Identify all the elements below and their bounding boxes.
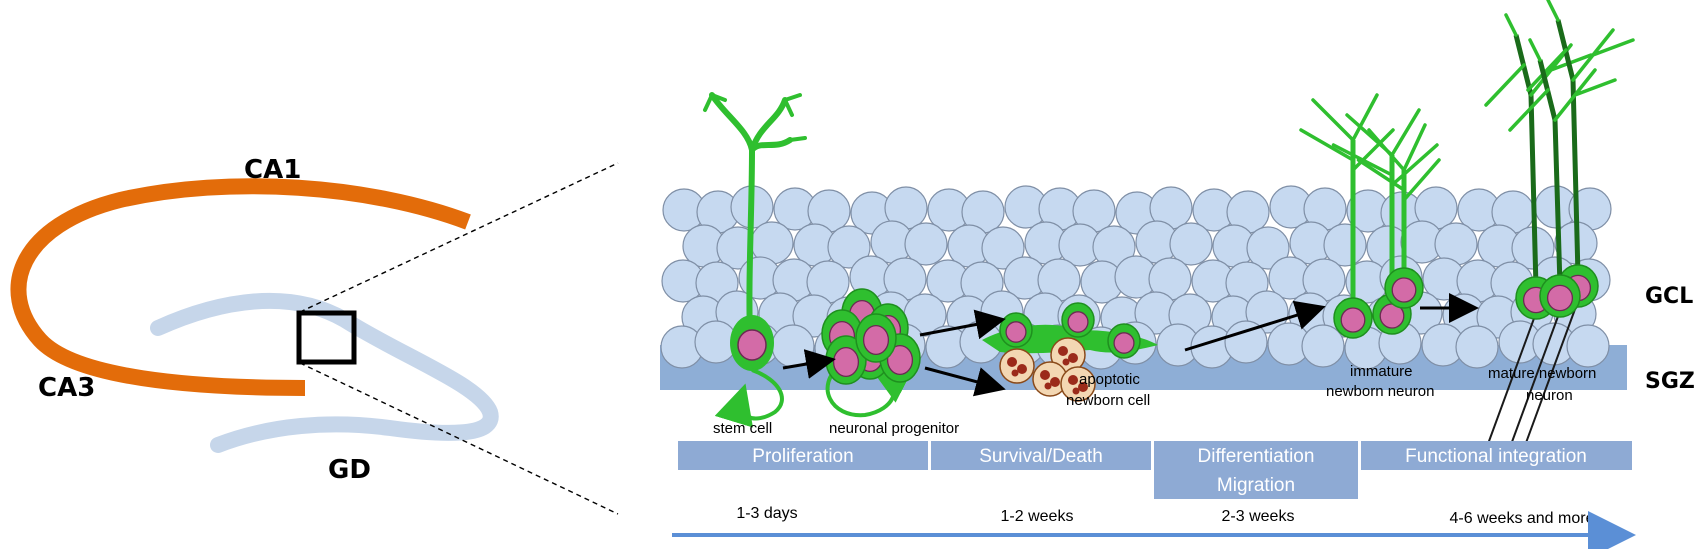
mature-label-line2: neuron [1526, 387, 1573, 404]
granule-cell [1246, 226, 1290, 270]
granule-cell [1224, 320, 1268, 364]
nucleus [1391, 277, 1417, 303]
mature-neuron-c-branches [1508, 38, 1617, 132]
time-4: 4-6 weeks and more [1450, 510, 1595, 527]
granule-cell [1455, 325, 1499, 369]
nucleus [862, 324, 890, 356]
granule-cell [827, 225, 871, 269]
process-arrows [782, 293, 1479, 397]
immature-neuron-b-branches [1331, 108, 1439, 187]
neuronal-progenitor-cluster [825, 364, 915, 418]
nucleus [1067, 311, 1089, 333]
nucleus [1340, 307, 1366, 333]
time-1: 1-3 days [736, 505, 797, 522]
nucleus [1546, 284, 1574, 312]
stage-differentiation-label: Differentiation [1198, 446, 1315, 467]
neuronal-progenitor-label: neuronal progenitor [829, 420, 959, 437]
gd-arc [150, 292, 499, 453]
apoptotic-fragment [1068, 375, 1078, 385]
apoptotic-fragment [1011, 369, 1019, 377]
sgz-label: SGZ [1645, 369, 1695, 394]
granule-cell [981, 226, 1025, 270]
stage-survival-box [931, 441, 1151, 470]
granule-cell [771, 324, 815, 368]
nucleus [832, 346, 860, 378]
time-2: 1-2 weeks [1001, 508, 1074, 525]
apoptotic-fragment [1017, 364, 1027, 374]
apoptotic-fragment [1072, 387, 1080, 395]
immature-label-line1: immature [1350, 363, 1413, 380]
ca-arc [10, 178, 471, 396]
timeline: 1-3 days 1-2 weeks 2-3 weeks 4-6 weeks a… [672, 505, 1636, 549]
apoptotic-fragment [1078, 382, 1088, 392]
gd-label: GD [328, 455, 371, 485]
immature-neuron-a-branches [1299, 93, 1395, 172]
apoptotic-fragment [1007, 357, 1017, 367]
nucleus [1005, 321, 1027, 343]
granule-cell [1301, 324, 1345, 368]
nucleus [886, 344, 914, 376]
apoptotic-fragment [1040, 370, 1050, 380]
apoptotic-fragment [1062, 358, 1070, 366]
apoptotic-fragment [1068, 353, 1078, 363]
zoom-line-bottom [299, 362, 619, 515]
mature-neuron-a-branches [1484, 13, 1593, 107]
zoom-line-top [299, 162, 619, 313]
apoptotic-cell [1060, 366, 1096, 402]
time-3: 2-3 weeks [1222, 508, 1295, 525]
apoptotic-fragment [1044, 382, 1052, 390]
foreground-cells [821, 0, 1635, 464]
stem-cell [703, 92, 807, 428]
mature-label-line1: mature newborn [1488, 365, 1596, 382]
neurogenesis-panel: GCL SGZ stem cell neuronal progenitor ap… [660, 0, 1695, 549]
hippocampus-schematic: CA1 CA3 GD [10, 155, 619, 515]
apoptotic-fragment [1050, 377, 1060, 387]
stage-integration-label: Functional integration [1405, 446, 1587, 467]
stage-differentiation-box [1154, 441, 1358, 499]
ca1-label: CA1 [244, 155, 301, 185]
stem-cell-label: stem cell [713, 420, 772, 437]
apoptotic-label-line1: apoptotic [1079, 371, 1140, 388]
stage-integration-box [1361, 441, 1632, 470]
mature-neuron-a-axon [1480, 312, 1537, 464]
zoom-box [296, 310, 357, 365]
apoptotic-fragment [1058, 346, 1068, 356]
granule-cell [904, 222, 948, 266]
apoptotic-cell [999, 348, 1035, 384]
stage-bar: Proliferation Survival/Death Differentia… [678, 441, 1632, 499]
granule-cell [1169, 222, 1213, 266]
apoptotic-label-line2: newborn cell [1066, 392, 1150, 409]
gcl-label: GCL [1645, 284, 1693, 309]
immature-neuron-c-branches [1356, 123, 1441, 202]
stage-proliferation-box [678, 441, 928, 470]
mature-neuron-c-axon [1504, 310, 1561, 462]
granule-cell [1566, 324, 1610, 368]
stage-proliferation-label: Proliferation [752, 446, 853, 467]
mature-neuron-b-axon [1522, 300, 1579, 452]
ca3-label: CA3 [38, 373, 95, 403]
stage-survival-label: Survival/Death [979, 446, 1103, 467]
mature-neuron-b-branches [1526, 0, 1635, 92]
stage-migration-label: Migration [1217, 475, 1295, 496]
immature-label-line2: newborn neuron [1326, 383, 1434, 400]
nucleus [1113, 332, 1135, 354]
